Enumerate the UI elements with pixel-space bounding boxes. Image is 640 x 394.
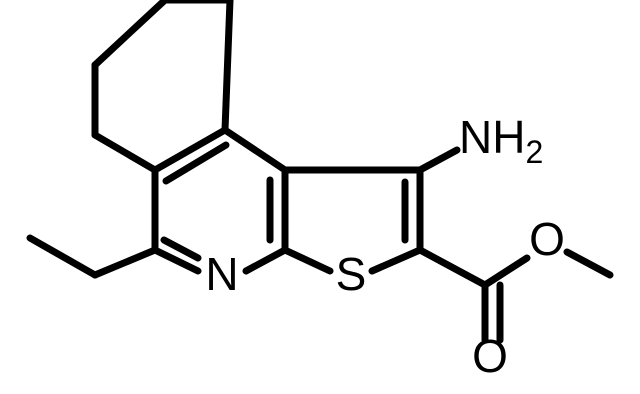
bond [221, 126, 289, 174]
ethyl-group [26, 234, 159, 279]
bond [563, 248, 614, 279]
bond [91, 131, 159, 174]
ester-oxygen-label: O [529, 213, 565, 265]
bond [481, 254, 531, 289]
amino-bond [416, 146, 461, 174]
bond [26, 234, 99, 279]
bond [242, 246, 289, 275]
bond [151, 246, 202, 275]
pyridine-ring [151, 126, 289, 275]
cyclohexane-ring [91, 0, 234, 174]
carbonyl-oxygen-label: O [472, 330, 508, 382]
bond-double-inner [160, 236, 202, 262]
ring-sulfur-label: S [336, 248, 367, 300]
bond-double-inner [162, 141, 230, 185]
amine-label: NH2 [459, 111, 543, 170]
bond [91, 0, 169, 69]
bond [281, 246, 334, 275]
ring-nitrogen-label: N [205, 248, 238, 300]
bond [151, 126, 229, 174]
bond [368, 246, 424, 275]
bond [416, 246, 489, 289]
methyl-ester-group [416, 246, 614, 344]
bond [91, 246, 159, 279]
bond [221, 0, 234, 134]
thiophene-ring [281, 166, 424, 275]
